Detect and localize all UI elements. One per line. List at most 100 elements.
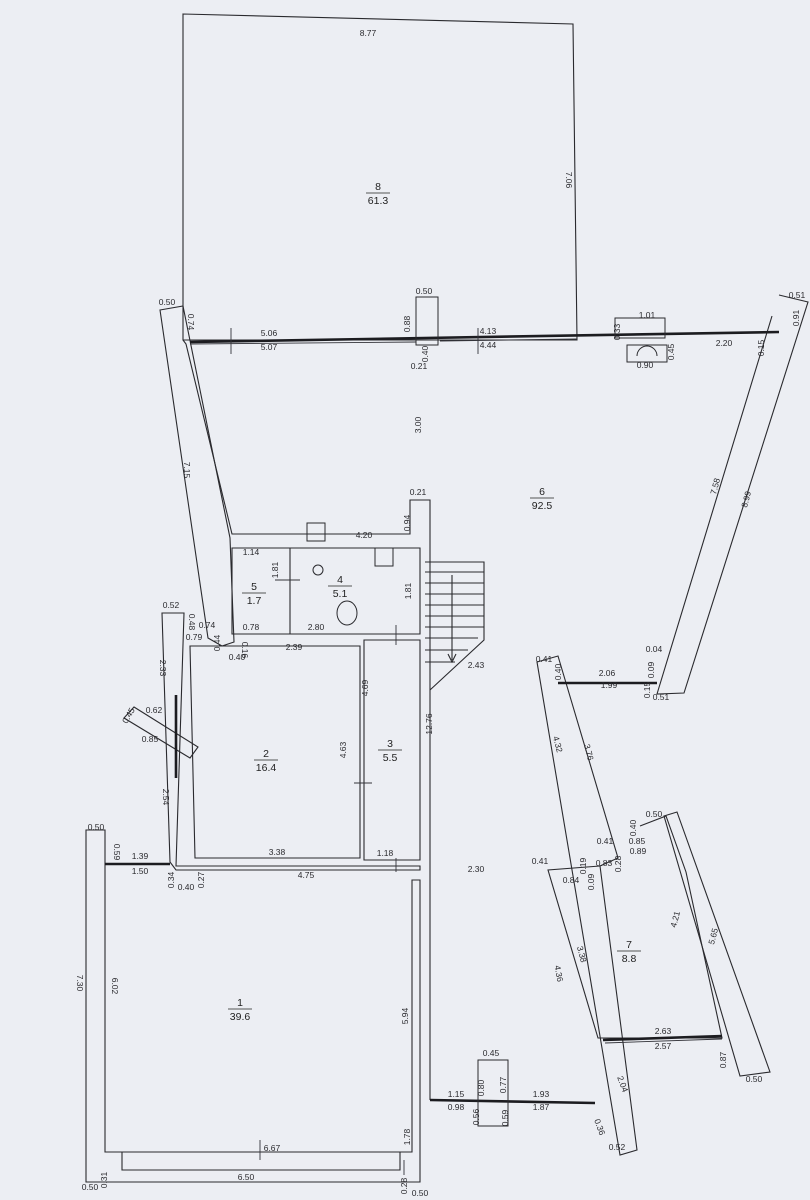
dimension-label: 4.75 (298, 870, 315, 880)
dimension-label: 7.06 (564, 172, 574, 189)
dimension-label: 1.50 (132, 866, 149, 876)
dimension-label: 0.09 (646, 661, 656, 678)
room-2-outer (161, 612, 421, 871)
dimension-label: 7.30 (75, 975, 85, 992)
dimension-label: 1.39 (132, 851, 149, 861)
room-1-label: 139.6 (228, 997, 252, 1023)
socket-fixture (306, 522, 326, 542)
dimension-label: 0.40 (178, 882, 195, 892)
dimension-label: 2.39 (286, 642, 303, 652)
dimension-label: 0.79 (186, 632, 203, 642)
room-1-bottom-strip (121, 1152, 401, 1171)
dimension-label: 0.78 (243, 622, 260, 632)
corridor-wall (182, 339, 431, 1100)
vent-box-2 (477, 1059, 509, 1127)
west-wing-wall (159, 305, 235, 647)
dimension-label: 0.51 (789, 290, 806, 300)
room-3-box (363, 639, 421, 861)
vent-box (614, 317, 666, 339)
dimension-label: 0.41 (532, 856, 549, 866)
room-4-5-box (231, 547, 421, 635)
room-area: 1.7 (247, 595, 262, 607)
dimension-label: 2.57 (655, 1041, 672, 1051)
dimension-label: 0.50 (412, 1188, 429, 1198)
dimension-label: 0.45 (483, 1048, 500, 1058)
room-number: 8 (375, 181, 381, 193)
dimension-label: 1.18 (377, 848, 394, 858)
wing-7-inner (547, 815, 723, 1039)
stairs-outline (425, 561, 485, 691)
wing-7-right (663, 811, 771, 1077)
dimension-label: 0.50 (88, 822, 105, 832)
room-area: 61.3 (368, 195, 389, 207)
dimension-label: 0.04 (646, 644, 663, 654)
room-8-label: 861.3 (366, 181, 390, 207)
dimension-label: 0.50 (82, 1182, 99, 1192)
dimension-label: 2.43 (468, 660, 485, 670)
toilet-icon (336, 600, 358, 626)
room-2-box (189, 645, 361, 859)
dimension-label: 2.30 (468, 864, 485, 874)
thick-lines (105, 330, 780, 1105)
dimension-label: 8.99 (739, 490, 753, 509)
dimension-label: 0.83 (596, 858, 613, 868)
dimension-label: 3.38 (269, 847, 286, 857)
dimension-label: 0.40 (628, 819, 638, 836)
dimension-label: 2.06 (599, 668, 616, 678)
dimension-label: 0.16 (240, 642, 250, 659)
dimension-label: 0.28 (613, 855, 623, 872)
dimension-label: 0.50 (646, 809, 663, 819)
dimension-label: 1.14 (243, 547, 260, 557)
room-area: 92.5 (532, 500, 553, 512)
room-number: 6 (539, 486, 545, 498)
dimension-label: 0.34 (166, 871, 176, 888)
dimension-label: 0.90 (637, 360, 654, 370)
dimension-label: 3.38 (575, 945, 589, 964)
dimension-label: 7.15 (182, 462, 192, 479)
dimension-label: 0.41 (536, 654, 553, 664)
dimension-label: 4.63 (338, 741, 348, 758)
dimension-label: 2.54 (161, 789, 171, 806)
dimension-label: 0.50 (159, 297, 176, 307)
stair-arrow (447, 575, 457, 664)
dimension-label: 8.77 (360, 28, 377, 38)
dimension-label: 1.81 (270, 561, 280, 578)
walls (85, 13, 809, 1183)
dimension-label: 1.01 (639, 310, 656, 320)
dimension-label: 0.45 (120, 706, 137, 726)
dimension-label: 0.48 (187, 614, 197, 631)
dimension-label: 0.98 (448, 1102, 465, 1112)
room-8-outline (182, 13, 578, 341)
dimension-label: 0.94 (402, 514, 412, 531)
dimension-label: 1.15 (448, 1089, 465, 1099)
room-number: 5 (251, 581, 257, 593)
room-2-label: 216.4 (254, 748, 278, 774)
dimension-label: 0.80 (476, 1079, 486, 1096)
dimension-label: 0.59 (500, 1109, 510, 1126)
dimension-label: 0.40 (420, 345, 430, 362)
dimension-label: 0.59 (112, 844, 122, 861)
dimension-label: 0.77 (498, 1076, 508, 1093)
dimension-label: 2.20 (716, 338, 733, 348)
dimension-label: 0.40 (229, 652, 246, 662)
dimension-label: 0.74 (199, 620, 216, 630)
dimension-label: 3.76 (582, 743, 596, 762)
dimension-label: 0.44 (212, 634, 222, 651)
room-area: 5.5 (383, 752, 398, 764)
dimension-label: 0.50 (416, 286, 433, 296)
dimension-label: 6.67 (264, 1143, 281, 1153)
window-bay (123, 706, 199, 759)
dimension-label: 0.21 (411, 361, 428, 371)
dimension-label: 5.06 (261, 328, 278, 338)
dimension-label: 0.19 (578, 857, 588, 874)
room-1-outline (85, 829, 421, 1183)
dimension-label: 0.85 (629, 836, 646, 846)
dimension-label: 5.07 (261, 342, 278, 352)
room-6-label: 692.5 (530, 486, 554, 512)
windows-and-doors (189, 296, 723, 1175)
dimension-label: 4.20 (356, 530, 373, 540)
dimension-label: 2.80 (308, 622, 325, 632)
dimension-label: 1.78 (402, 1128, 412, 1145)
